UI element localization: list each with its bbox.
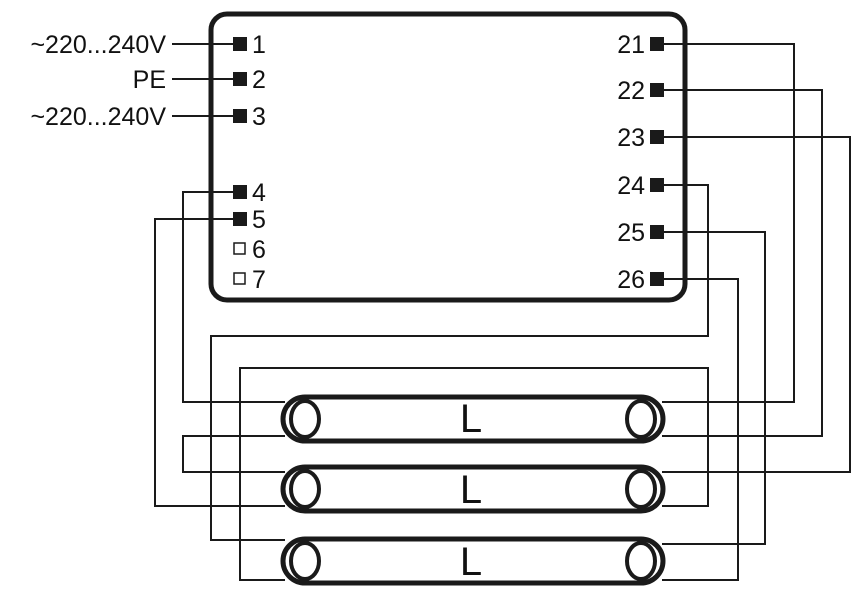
wire-pin25 — [662, 231, 766, 545]
terminal-label-3: 3 — [252, 103, 266, 131]
terminal-label-5: 5 — [252, 206, 266, 234]
terminal-3 — [233, 109, 247, 123]
terminal-7 — [233, 272, 246, 285]
terminal-label-22: 22 — [617, 77, 645, 105]
lamp-3-label: L — [460, 540, 482, 584]
input-label-3: ~220...240V — [30, 103, 166, 131]
lamp-1-label: L — [460, 397, 482, 441]
terminal-2 — [233, 72, 247, 86]
wire-pin26 — [662, 278, 739, 581]
terminal-label-24: 24 — [617, 172, 645, 200]
terminal-4 — [233, 185, 247, 199]
lamp-1: L — [280, 394, 666, 444]
lamp-3: L — [280, 536, 666, 586]
terminal-21 — [650, 37, 664, 51]
lamp-2-label: L — [460, 468, 482, 512]
terminal-25 — [650, 225, 664, 239]
wire-pin24 — [210, 184, 709, 541]
wire-lamp2-to-lamp3-left — [239, 367, 285, 581]
terminal-6 — [233, 242, 246, 255]
terminal-label-4: 4 — [252, 179, 266, 207]
terminal-label-1: 1 — [252, 31, 266, 59]
terminal-label-2: 2 — [252, 66, 266, 94]
wire-lamp2-right-to-lamp3-top — [285, 367, 709, 507]
terminal-label-26: 26 — [617, 266, 645, 294]
terminal-23 — [650, 130, 664, 144]
wire-pin21 — [662, 43, 795, 403]
terminal-label-7: 7 — [252, 266, 266, 294]
ballast-housing — [208, 11, 688, 303]
wire-pin5 — [154, 218, 285, 507]
terminal-label-6: 6 — [252, 236, 266, 264]
terminal-5 — [233, 212, 247, 226]
wire-lamp1-to-lamp2-left — [182, 435, 285, 473]
input-label-1: ~220...240V — [30, 31, 166, 59]
wire-pin22 — [662, 89, 823, 437]
terminal-26 — [650, 272, 664, 286]
wire-pin23 — [662, 136, 851, 473]
terminal-24 — [650, 178, 664, 192]
terminal-22 — [650, 83, 664, 97]
terminal-label-25: 25 — [617, 219, 645, 247]
terminal-label-21: 21 — [617, 31, 645, 59]
input-label-2: PE — [133, 66, 166, 94]
lamp-2: L — [280, 464, 666, 514]
terminal-1 — [233, 37, 247, 51]
wire-pin4 — [182, 191, 285, 403]
terminal-label-23: 23 — [617, 124, 645, 152]
